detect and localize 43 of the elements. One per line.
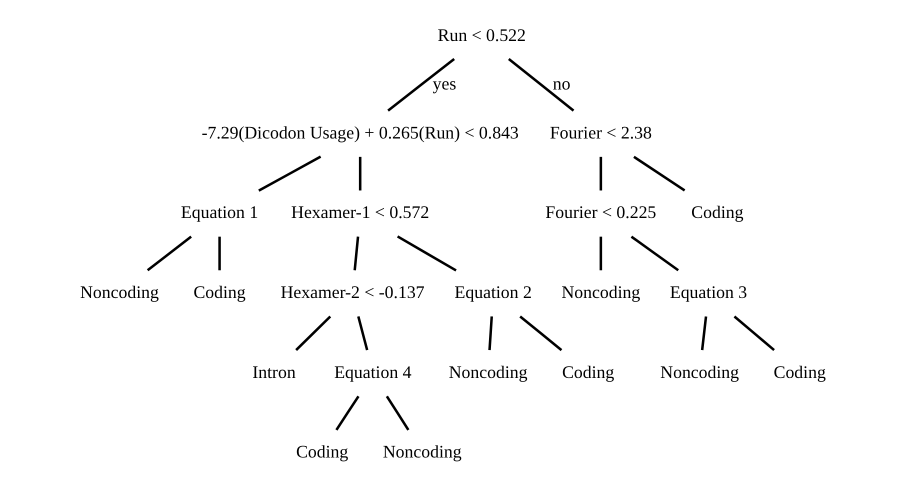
connector	[146, 236, 192, 272]
edge-label: no	[552, 74, 570, 94]
node-text: Intron	[252, 362, 296, 382]
connector	[488, 316, 492, 350]
connector	[599, 236, 602, 270]
node-text: Equation 3	[669, 282, 747, 302]
node-text: Run < 0.522	[437, 24, 526, 45]
connector	[630, 236, 678, 272]
connector	[258, 156, 321, 192]
node-text: Equation 1	[180, 202, 258, 222]
node-text: Equation 4	[334, 362, 411, 382]
node-text: Noncoding	[660, 362, 739, 382]
node-text: Fourier < 2.38	[549, 122, 652, 142]
node-text: Fourier < 0.225	[544, 202, 656, 222]
node-text: Coding	[562, 362, 614, 382]
node-text: Equation 2	[454, 282, 532, 302]
node-text: Coding	[296, 442, 348, 462]
node-text: Noncoding	[560, 282, 640, 302]
node-text: -7.29(Dicodon Usage) + 0.265(Run) < 0.843	[201, 122, 518, 142]
connector	[294, 316, 331, 351]
node-text: Noncoding	[382, 442, 462, 462]
connector	[352, 236, 359, 270]
connector	[396, 235, 456, 272]
connector	[700, 316, 707, 350]
connector	[599, 156, 602, 190]
edge-label: yes	[432, 74, 456, 94]
connector	[632, 156, 685, 192]
node-text: Noncoding	[448, 362, 527, 382]
connector	[218, 236, 220, 270]
connector	[518, 316, 562, 352]
connector	[334, 396, 360, 431]
node-text: Noncoding	[80, 282, 158, 302]
connector	[733, 316, 774, 352]
node-text: Hexamer-1 < 0.572	[290, 202, 429, 222]
node-text: Coding	[690, 202, 743, 222]
connector	[386, 58, 454, 112]
connector	[508, 58, 574, 112]
node-text: Coding	[773, 362, 826, 382]
node-text: Hexamer-2 < -0.137	[280, 282, 424, 302]
node-text: Coding	[192, 282, 246, 302]
connector	[385, 396, 409, 431]
connector	[358, 156, 361, 190]
connector	[356, 316, 368, 350]
